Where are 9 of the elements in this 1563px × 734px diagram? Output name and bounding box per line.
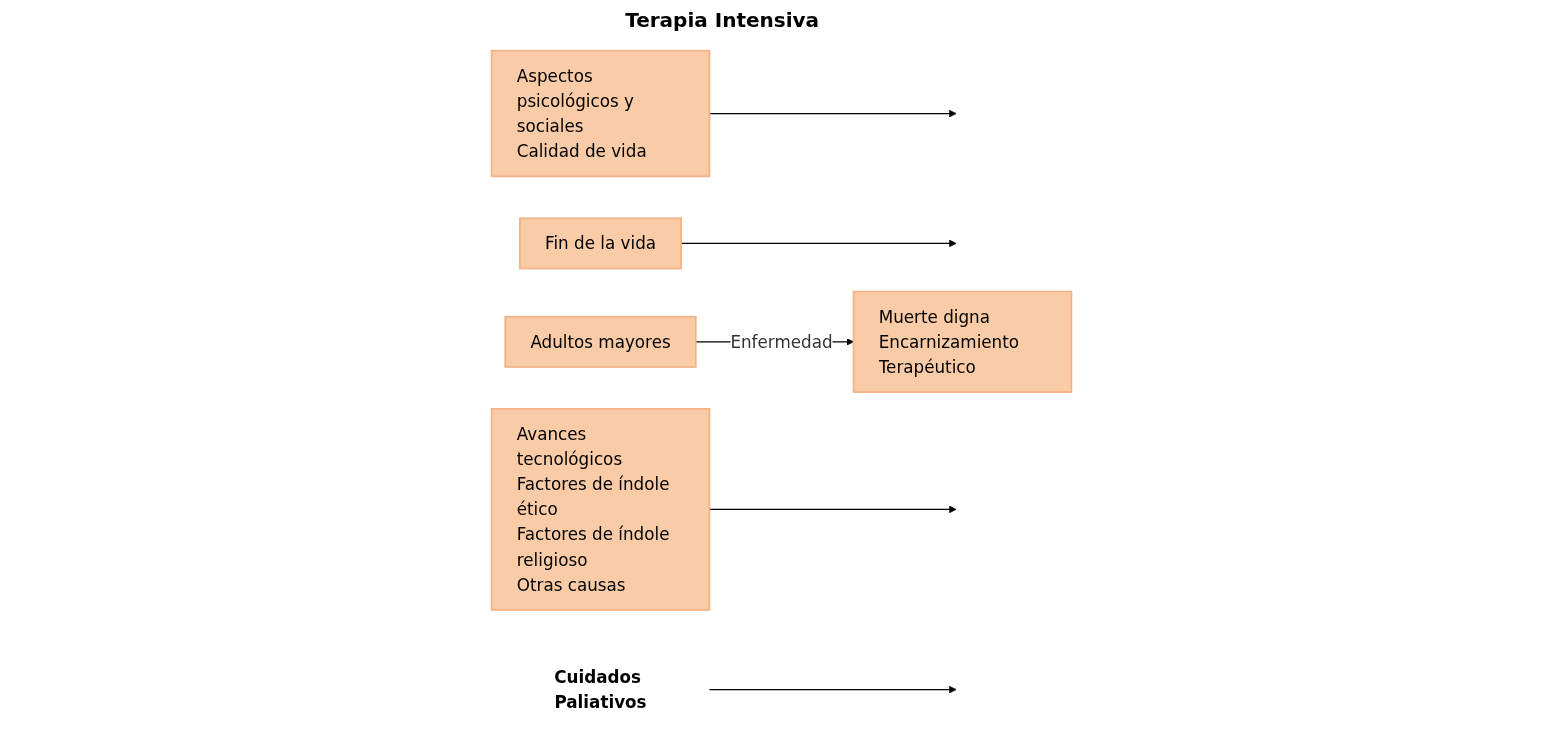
process-box: Avances tecnológicos Factores de índole ético Factores de índole religioso Otras causas (490, 408, 711, 611)
process-box: Muerte digna Encarnizamiento Terapéutico (852, 290, 1073, 393)
arrow (708, 685, 957, 694)
process-box: Fin de la vida (519, 217, 682, 270)
note-text: Terapia Intensiva (625, 8, 820, 32)
bold-text: Cuidados Paliativos (554, 666, 647, 713)
process-box: Aspectos psicológicos y sociales Calidad de vida (490, 49, 711, 178)
process-box: Adultos mayores (504, 315, 697, 368)
edge-label: Enfermedad (730, 331, 833, 352)
